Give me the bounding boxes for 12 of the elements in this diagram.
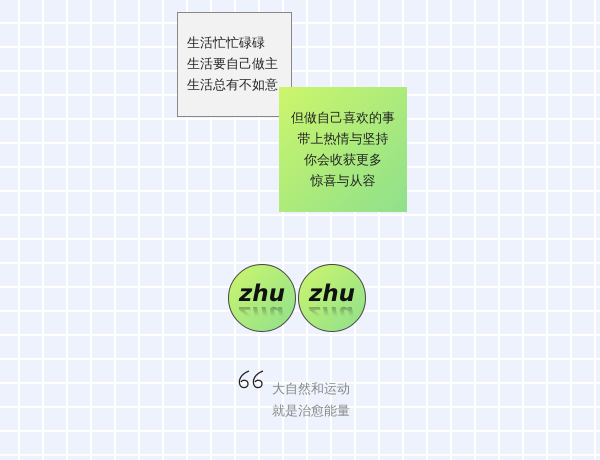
text-line: 生活忙忙碌碌 xyxy=(187,35,265,53)
text-line: 但做自己喜欢的事 xyxy=(291,110,395,128)
text-line: 生活要自己做主 xyxy=(187,56,278,74)
text-line: 带上热情与坚持 xyxy=(298,130,388,148)
note-card xyxy=(177,12,292,117)
note-card xyxy=(279,87,407,212)
text-line: 你会收获更多 xyxy=(304,152,382,170)
circle-text: zhu xyxy=(238,281,286,307)
quote-text: 大自然和运动就是治愈能量 xyxy=(272,381,351,421)
circle-text: zhu xyxy=(308,281,356,307)
text-line: 惊喜与从容 xyxy=(310,172,376,190)
text-line: 生活总有不如意 xyxy=(187,77,278,95)
